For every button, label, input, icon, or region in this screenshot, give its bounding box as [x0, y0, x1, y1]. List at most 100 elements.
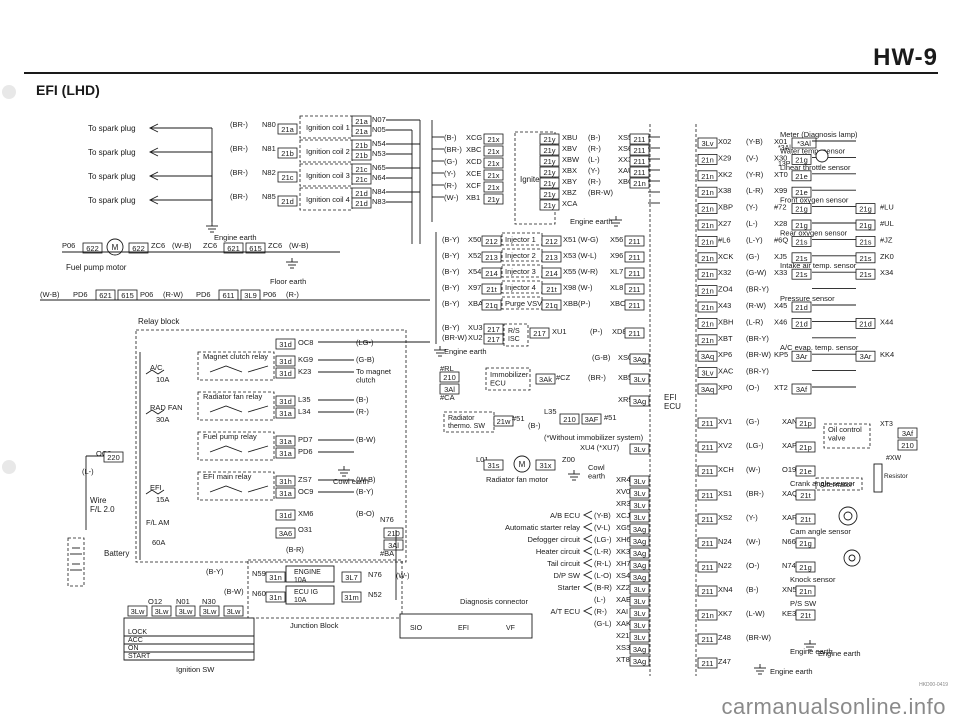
coil-out-pin-label: 21b: [355, 141, 368, 150]
igniter-out-target: XBQ: [618, 177, 634, 186]
igniter-conn: XCE: [466, 169, 481, 178]
coil-out-conn: N54: [372, 139, 386, 148]
lower-sensor-label: Crank angle sensor: [790, 479, 856, 488]
ignsw-pin: [199, 605, 220, 617]
injector-pin-label: 21q: [485, 301, 498, 310]
igniter-pin: [483, 133, 504, 145]
xm6-pin-label: 31d: [279, 511, 292, 520]
igniter-pin: [483, 193, 504, 205]
igniter-term: [629, 155, 650, 167]
relay-pin: [275, 435, 296, 447]
coil-connector: N81: [262, 144, 276, 153]
igniter-out-target: XS6: [618, 144, 632, 153]
igniter-conn: XBC: [466, 145, 482, 154]
lower-sensor-wire: (G-): [746, 417, 760, 426]
relay-block-label: Relay block: [138, 317, 180, 326]
radiator-thermo-label: Radiator: [448, 415, 475, 422]
immob-3ak: [535, 373, 556, 385]
resistor-label: Resistor: [884, 473, 909, 480]
oil-210: [897, 439, 918, 451]
radiator-xr9: XR9: [618, 395, 633, 404]
igniter-wire: (Y-): [444, 169, 456, 178]
igniter-conn: XCF: [466, 181, 481, 190]
injector-out-conn: X55: [563, 267, 576, 276]
fuse-symbol: [145, 369, 165, 375]
injector-label: Injector 4: [505, 283, 536, 292]
radiator-31s-label: 31s: [487, 461, 499, 470]
igniter-pin: [483, 169, 504, 181]
lower-sensor-pin-label: 21n: [701, 611, 714, 620]
ecu-output-pin-label: 3Ag: [633, 645, 646, 654]
oil-210-label: 210: [901, 441, 914, 450]
radiator-l01: L01: [476, 455, 489, 464]
injector-out-pin: [541, 299, 562, 311]
sensor-label: Front oxygen sensor: [780, 196, 849, 205]
injector-out-pin: [541, 251, 562, 263]
ignsw-pin-label: 3Lw: [227, 607, 241, 616]
coil-connector: N80: [262, 120, 276, 129]
sensor-wire: (L-R): [746, 317, 764, 326]
relay-1: [197, 391, 275, 421]
igniter-out-target: XAU: [618, 166, 633, 175]
injector-term: [624, 235, 645, 247]
sensor-node-pin-label: 21s: [795, 237, 807, 246]
fuel-pump-text-2: (R-): [286, 290, 299, 299]
lower-sensor-pin: [697, 441, 718, 453]
igniter-earth-label: Engine earth: [570, 217, 613, 226]
diagnosis-lamp: [815, 149, 829, 163]
sensor-pin-label: 21n: [701, 221, 714, 230]
lower-sensor-out: KE3: [782, 609, 796, 618]
ignsw-row: ON: [128, 645, 139, 652]
radiator-motor-label: Radiator fan motor: [486, 475, 549, 484]
igniter-pin-label: 21x: [487, 171, 499, 180]
sensor-wire: (BR-Y): [746, 334, 769, 343]
sensor-node-pin-label: *3Al: [797, 139, 811, 148]
sensor-pin-label: 21n: [701, 172, 714, 181]
sensor-wire: (Y-B): [746, 137, 763, 146]
ecu-output-wire: (L-O): [594, 571, 612, 580]
relay-pin-label: 31a: [279, 409, 292, 418]
injector-out-wire: (W-): [578, 283, 593, 292]
injector-pin-label: 212: [485, 237, 498, 246]
radiator-motor-symbol: M: [519, 460, 526, 469]
relay-pin: [275, 407, 296, 419]
igniter-term: [629, 144, 650, 156]
sensor-wire: (Y-R): [746, 170, 764, 179]
ecu-output-wire: (L-R): [594, 547, 612, 556]
coil-out-conn: N64: [372, 173, 386, 182]
igniter-out-target: XX3: [618, 155, 632, 164]
lower-sensor-out: XAR: [782, 513, 798, 522]
sensor-pin-label: 21n: [701, 155, 714, 164]
ignsw-pin: [175, 605, 196, 617]
fuel-pump-text-2: PD6: [73, 290, 88, 299]
igniter-pin-label: 21y: [487, 195, 499, 204]
lower-sensor-node-label: 21e: [799, 467, 812, 476]
injector-label: Purge VSV: [505, 299, 542, 308]
sensor-node-pin-label: 3Af: [796, 385, 808, 394]
injector-pin: [481, 251, 502, 263]
isc-term: [624, 327, 645, 339]
igniter-out-conn: XBV: [562, 144, 577, 153]
injector-target: X96: [610, 251, 623, 260]
ecu-output-pin-label: 3Lv: [633, 489, 645, 498]
igniter-out-wire: (B-): [588, 133, 601, 142]
ecu-output-label: Tail circuit: [547, 559, 581, 568]
relay-contact: [247, 485, 269, 493]
relay-fuse-label: EFI: [150, 483, 162, 492]
coil-wire-color: (BR-): [230, 144, 248, 153]
isc-out-conn: XU1: [552, 327, 567, 336]
igniter-out-conn: XBZ: [562, 188, 577, 197]
ecu-output-pin-label: 3Lv: [633, 513, 645, 522]
radiator-xr9-pin: [629, 395, 650, 407]
ecu-output-pin-label: 3Ag: [633, 525, 646, 534]
igniter-out-pin: [539, 177, 560, 189]
relay-pin-label: 31a: [279, 449, 292, 458]
coil-connector: N85: [262, 192, 276, 201]
ecu-output-label: A/T ECU: [551, 607, 580, 616]
injector-pin-label: 213: [485, 253, 498, 262]
sensor-node-pin: [791, 137, 817, 149]
lower-sensor-pin: [697, 609, 718, 621]
coil-wire-color: (BR-): [230, 168, 248, 177]
sensor-wire: (G-): [746, 252, 760, 261]
ecu-output-pin-label: 3Ag: [633, 561, 646, 570]
